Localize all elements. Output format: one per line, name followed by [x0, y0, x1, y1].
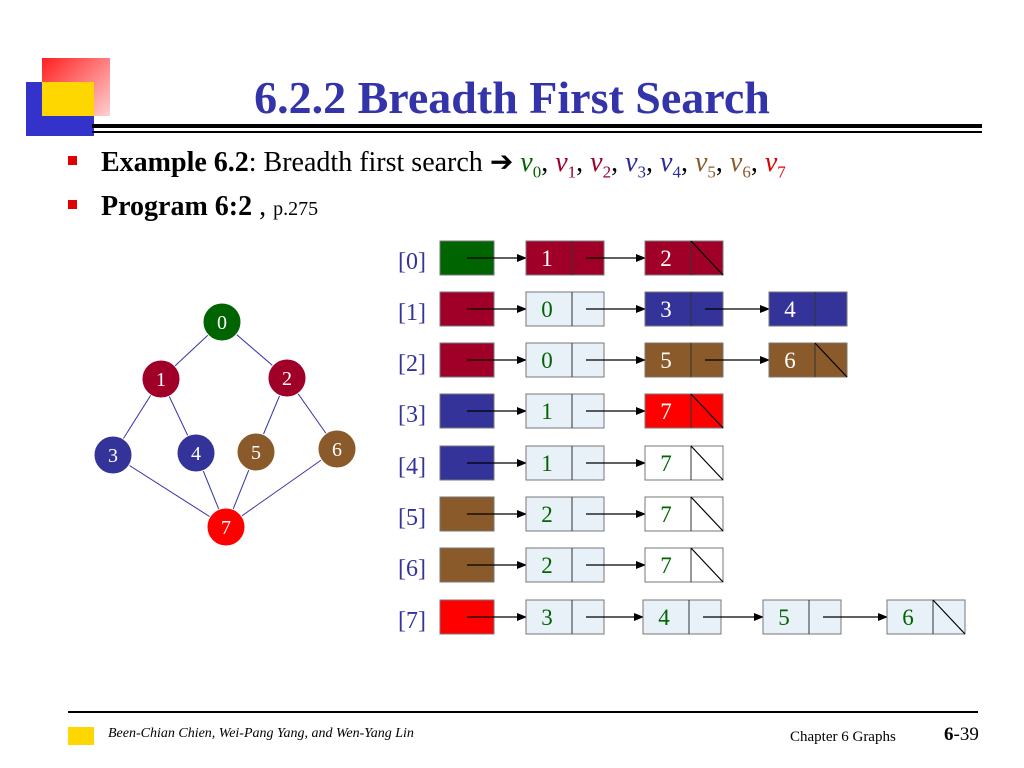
bullet-marker [68, 200, 77, 210]
adj-index-label: [6] [398, 556, 426, 582]
title-rule-thin [92, 131, 982, 133]
graph-node-4 [176, 433, 216, 473]
null-pointer-slash [690, 240, 724, 276]
page-number: 6-39 [944, 724, 979, 746]
list-node-value: 5 [778, 605, 790, 630]
graph-node-6 [317, 429, 357, 469]
list-node-value: 1 [541, 451, 553, 476]
bfs-seq-item: v4 [660, 147, 681, 182]
footer-chapter: Chapter 6 Graphs [790, 729, 896, 745]
graph-node-7 [206, 507, 246, 547]
adj-index-label: [2] [398, 351, 426, 377]
bfs-sequence: v0, v1, v2, v3, v4, v5, v6, v7 [520, 147, 786, 182]
list-node-value: 2 [541, 502, 553, 527]
graph-node-label: 1 [156, 369, 166, 391]
list-node-value: 7 [660, 399, 672, 424]
example-text: : Breadth first search [248, 147, 483, 178]
null-pointer-slash [814, 342, 848, 378]
list-node-value: 1 [541, 399, 553, 424]
bfs-seq-item: v2 [590, 147, 612, 182]
adj-index-label: [1] [398, 300, 426, 326]
adjacency-list: [0] 1 2 [1] 0 3 4 [2] 0 5 6 [3] 1 7 [4] 1 7 [5] 2 7 [6] 2 7 [7]… [398, 240, 966, 635]
list-node-value: 2 [660, 246, 672, 271]
list-node [644, 240, 724, 276]
program-label: Program 6:2 [101, 191, 253, 222]
title-rule-thick [92, 124, 982, 128]
list-node [644, 547, 724, 583]
program-page: p.275 [273, 198, 319, 220]
example-label: Example 6.2 [101, 147, 249, 178]
list-node-value: 6 [784, 348, 796, 373]
list-node [644, 393, 724, 429]
graph-node-label: 2 [282, 368, 292, 390]
adj-index-label: [5] [398, 505, 426, 531]
graph-edge [112, 454, 227, 528]
graph-node-0 [202, 302, 242, 342]
adj-index-label: [3] [398, 402, 426, 428]
page-title: 6.2.2 Breadth First Search [254, 72, 770, 123]
list-node [525, 291, 605, 327]
null-pointer-slash [690, 445, 724, 481]
bfs-seq-item: v6 [729, 147, 751, 182]
bfs-seq-item: v5 [694, 147, 716, 182]
list-node-value: 0 [541, 348, 553, 373]
graph-edge [225, 448, 338, 528]
list-node-value: 1 [541, 246, 553, 271]
bfs-seq-item: v0 [520, 147, 542, 182]
graph-node-1 [141, 359, 181, 399]
list-node-value: 6 [902, 605, 914, 630]
bfs-seq-item: v7 [764, 147, 786, 182]
bfs-seq-item: v1 [555, 147, 577, 182]
list-node-value: 0 [541, 297, 553, 322]
page-number-bold: 6 [944, 724, 954, 745]
null-pointer-slash [690, 393, 724, 429]
page-number-rest: -39 [953, 724, 979, 745]
program-sep: , [252, 191, 274, 222]
bullet-marker [68, 156, 77, 166]
graph-node-3 [93, 435, 133, 475]
list-node-value: 3 [660, 297, 672, 322]
graph: 0 1 2 3 4 5 6 7 [93, 302, 357, 547]
logo-square-yellow [42, 82, 94, 116]
list-node [644, 496, 724, 532]
list-node-value: 5 [660, 348, 672, 373]
graph-node-label: 4 [191, 443, 201, 465]
graph-node-2 [267, 358, 307, 398]
footer-logo-icon [68, 727, 94, 745]
list-node [768, 342, 848, 378]
bullet-program: Program 6:2 , p.275 [68, 190, 318, 226]
list-node [768, 291, 848, 327]
bullet-example: Example 6.2: Breadth first search ➔ v0, … [68, 146, 786, 190]
null-pointer-slash [690, 496, 724, 532]
list-node-value: 7 [660, 451, 672, 476]
list-node-value: 3 [541, 605, 553, 630]
null-pointer-slash [932, 599, 966, 635]
list-node-value: 2 [541, 553, 553, 578]
graph-node-label: 5 [251, 442, 261, 464]
null-pointer-slash [690, 547, 724, 583]
list-node-value: 7 [660, 502, 672, 527]
list-node [644, 445, 724, 481]
list-node-value: 7 [660, 553, 672, 578]
graph-node-label: 0 [217, 312, 227, 334]
list-node-value: 4 [658, 605, 670, 630]
list-node [886, 599, 966, 635]
graph-node-label: 3 [108, 445, 118, 467]
footer-authors: Been-Chian Chien, Wei-Pang Yang, and Wen… [108, 726, 414, 741]
adj-index-label: [0] [398, 249, 426, 275]
graph-node-5 [236, 432, 276, 472]
adj-index-label: [4] [398, 454, 426, 480]
list-node-value: 4 [784, 297, 796, 322]
arrow-icon: ➔ [489, 147, 514, 178]
graph-node-label: 6 [332, 439, 342, 461]
bfs-seq-item: v3 [625, 147, 647, 182]
adj-index-label: [7] [398, 608, 426, 634]
footer-rule [68, 711, 978, 713]
graph-node-label: 7 [221, 517, 231, 539]
